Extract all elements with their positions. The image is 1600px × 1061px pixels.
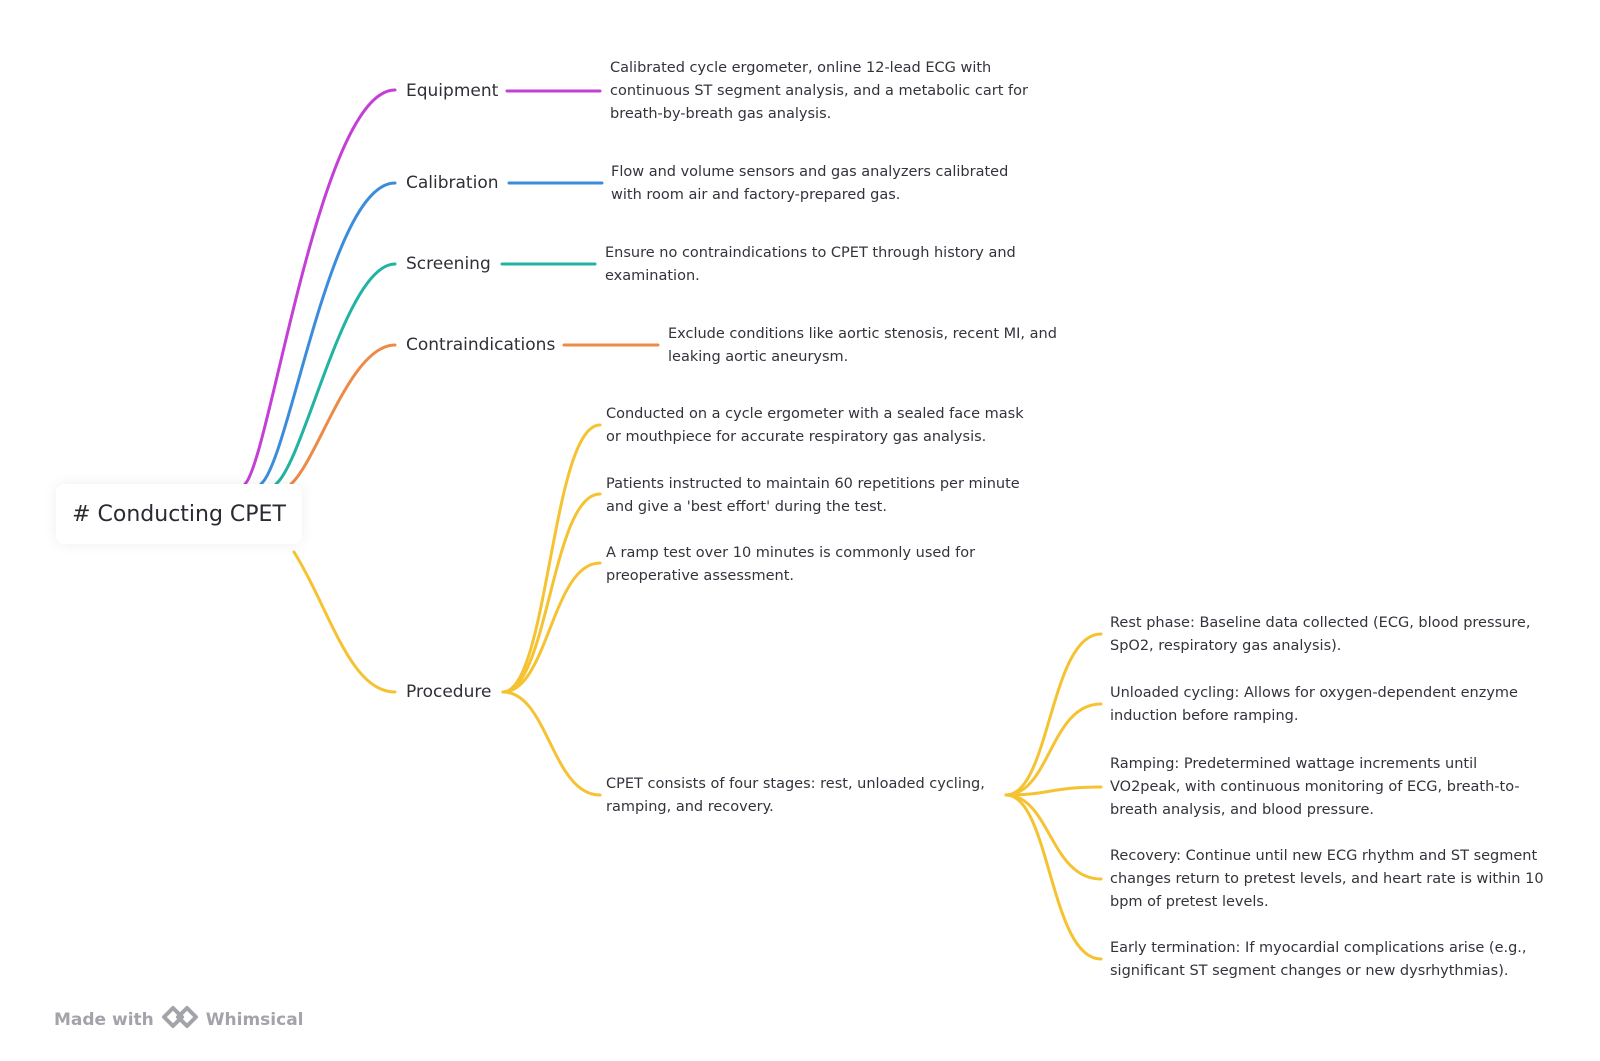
root-title: # Conducting CPET <box>72 501 286 527</box>
connector-procedure <box>292 550 397 694</box>
calibration-detail[interactable]: Flow and volume sensors and gas analyzer… <box>611 164 1009 203</box>
contraindications-detail[interactable]: Exclude conditions like aortic stenosis,… <box>668 326 1057 365</box>
connector-calibration <box>259 181 397 486</box>
stage-rest[interactable]: Rest phase: Baseline data collected (ECG… <box>1110 615 1531 654</box>
branch-equipment[interactable]: Equipment <box>406 81 499 101</box>
connector-stage-1 <box>1004 632 1103 797</box>
connector-stage-5 <box>1004 793 1103 961</box>
connector-screening <box>274 262 397 486</box>
connector-procedure-detail-3 <box>501 561 602 694</box>
root-node[interactable]: # Conducting CPET <box>56 484 302 544</box>
connector-stage-2 <box>1004 702 1103 797</box>
procedure-detail-1[interactable]: Conducted on a cycle ergometer with a se… <box>606 406 1024 445</box>
connector-equipment <box>243 88 397 486</box>
connector-procedure-detail-2 <box>501 492 602 694</box>
connector-stage-4 <box>1004 793 1103 881</box>
branch-screening[interactable]: Screening <box>406 254 491 274</box>
procedure-detail-4[interactable]: CPET consists of four stages: rest, unlo… <box>606 776 985 815</box>
connector-stage-3 <box>1004 785 1103 797</box>
branch-calibration[interactable]: Calibration <box>406 173 499 193</box>
made-with-whimsical-badge[interactable]: Made with Whimsical <box>54 1004 304 1035</box>
branch-contraindications[interactable]: Contraindications <box>406 335 556 355</box>
stage-ramping[interactable]: Ramping: Predetermined wattage increment… <box>1110 756 1520 818</box>
made-with-label: Made with <box>54 1009 154 1030</box>
stage-unloaded-cycling[interactable]: Unloaded cycling: Allows for oxygen-depe… <box>1110 685 1518 724</box>
connector-procedure-detail-1 <box>501 423 602 694</box>
procedure-detail-3[interactable]: A ramp test over 10 minutes is commonly … <box>606 545 976 584</box>
stage-recovery[interactable]: Recovery: Continue until new ECG rhythm … <box>1110 848 1544 910</box>
branch-procedure[interactable]: Procedure <box>406 682 492 702</box>
whimsical-brand: Whimsical <box>205 1009 304 1030</box>
stage-early-termination[interactable]: Early termination: If myocardial complic… <box>1110 940 1527 979</box>
connector-procedure-detail-4 <box>501 690 602 797</box>
connector-contraindications <box>289 343 397 486</box>
equipment-detail[interactable]: Calibrated cycle ergometer, online 12-le… <box>610 60 1028 122</box>
screening-detail[interactable]: Ensure no contraindications to CPET thro… <box>605 245 1016 284</box>
procedure-detail-2[interactable]: Patients instructed to maintain 60 repet… <box>606 476 1020 515</box>
whimsical-logo-icon <box>161 1004 200 1035</box>
